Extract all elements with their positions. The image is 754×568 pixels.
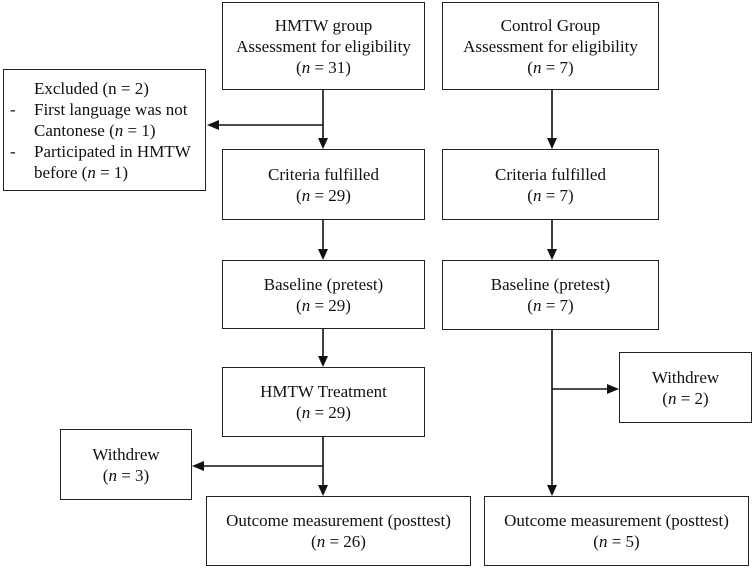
arrowhead — [607, 384, 619, 394]
sample-size: (n = 26) — [311, 532, 366, 551]
hmtw-group-label: HMTW group — [274, 15, 373, 35]
excluded-reason-1-cont: Cantonese (n = 1) — [34, 120, 156, 140]
arrowhead — [547, 249, 557, 260]
hmtw-treatment-box: HMTW Treatment (n = 29) — [222, 367, 425, 437]
hmtw-withdrew-box: Withdrew (n = 3) — [60, 429, 192, 500]
sample-size: (n = 7) — [527, 185, 574, 205]
eligibility-label: Assessment for eligibility — [236, 36, 411, 56]
sample-size: (n = 3) — [102, 465, 150, 485]
baseline-label: Baseline (pretest) — [263, 274, 384, 294]
excluded-reason-2-cont: before (n = 1) — [34, 162, 129, 182]
sample-size: (n = 2) — [662, 388, 709, 408]
hmtw-criteria-box: Criteria fulfilled (n = 29) — [222, 149, 425, 220]
outcome-label: Outcome measurement (posttest) — [226, 511, 451, 530]
control-outcome-box: Outcome measurement (posttest) (n = 5) — [484, 496, 749, 566]
withdrew-label: Withdrew — [651, 367, 720, 387]
arrowhead — [547, 138, 557, 149]
sample-size: (n = 7) — [527, 57, 574, 77]
arrowhead — [318, 356, 328, 367]
eligibility-label: Assessment for eligibility — [463, 36, 638, 56]
control-criteria-box: Criteria fulfilled (n = 7) — [442, 149, 659, 220]
outcome-label: Outcome measurement (posttest) — [504, 511, 729, 530]
hmtw-eligibility-box: HMTW group Assessment for eligibility (n… — [222, 2, 425, 90]
excluded-title: Excluded (n = 2) — [34, 78, 149, 98]
hmtw-outcome-box: Outcome measurement (posttest) (n = 26) — [206, 496, 471, 566]
criteria-label: Criteria fulfilled — [268, 164, 379, 184]
arrowhead — [318, 138, 328, 149]
arrowhead — [318, 485, 328, 496]
arrowhead — [192, 461, 204, 471]
sample-size: (n = 31) — [296, 57, 351, 77]
hmtw-baseline-box: Baseline (pretest) (n = 29) — [222, 260, 425, 329]
arrowhead — [318, 249, 328, 260]
arrowhead — [547, 485, 557, 496]
control-baseline-box: Baseline (pretest) (n = 7) — [442, 260, 659, 330]
arrowhead — [207, 120, 219, 130]
excluded-box: Excluded (n = 2) -First language was not… — [3, 69, 206, 191]
control-group-label: Control Group — [500, 15, 601, 35]
sample-size: (n = 29) — [296, 185, 351, 205]
baseline-label: Baseline (pretest) — [490, 275, 611, 294]
control-eligibility-box: Control Group Assessment for eligibility… — [442, 2, 659, 90]
withdrew-label: Withdrew — [92, 444, 160, 464]
sample-size: (n = 29) — [296, 403, 351, 422]
control-withdrew-box: Withdrew (n = 2) — [619, 352, 752, 423]
sample-size: (n = 29) — [296, 295, 351, 315]
criteria-label: Criteria fulfilled — [495, 164, 606, 184]
sample-size: (n = 7) — [527, 296, 574, 315]
excluded-reason-2: -Participated in HMTW — [10, 141, 191, 161]
sample-size: (n = 5) — [593, 532, 640, 551]
excluded-reason-1: -First language was not — [10, 99, 188, 119]
treatment-label: HMTW Treatment — [260, 382, 387, 401]
